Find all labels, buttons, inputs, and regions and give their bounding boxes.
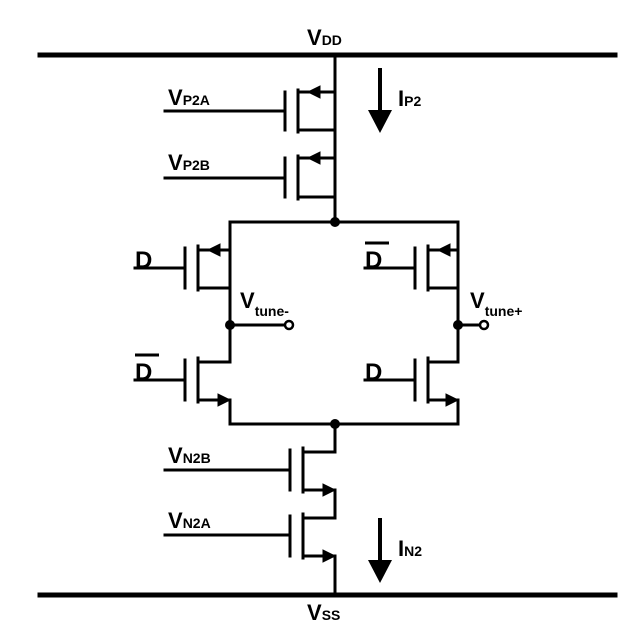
node-top-junction bbox=[330, 217, 340, 227]
pmos-right-top bbox=[363, 244, 460, 327]
nmos-n2b bbox=[163, 446, 337, 520]
vdd-label: VDD bbox=[307, 25, 342, 50]
vss-label: VSS bbox=[307, 600, 340, 625]
rb-arrow-icon bbox=[445, 393, 460, 407]
vtune-minus-label: Vtune- bbox=[240, 288, 289, 319]
in2-label: IN2 bbox=[398, 536, 422, 561]
lt-arrow-icon bbox=[206, 243, 221, 257]
vn2a-label: VN2A bbox=[168, 508, 211, 533]
n2a-arrow-icon bbox=[322, 549, 337, 563]
vtune-plus-label: Vtune+ bbox=[470, 288, 522, 319]
node-bottom-junction bbox=[330, 419, 340, 429]
n2b-arrow-icon bbox=[322, 483, 337, 497]
terminal-vtune-minus bbox=[283, 319, 295, 331]
switch-label-right-top: D bbox=[365, 247, 382, 274]
p2a-arrow-icon bbox=[306, 85, 321, 99]
vn2b-label: VN2B bbox=[168, 443, 211, 468]
vp2b-label: VP2B bbox=[168, 150, 210, 175]
node-left-output bbox=[225, 320, 235, 330]
switch-label-left-top: D bbox=[135, 247, 152, 274]
rt-arrow-icon bbox=[436, 243, 451, 257]
vp2a-label: VP2A bbox=[168, 85, 210, 110]
nmos-n2a bbox=[163, 512, 337, 597]
ip2-arrow-icon bbox=[368, 110, 392, 133]
switch-label-right-bottom: D bbox=[365, 359, 382, 386]
p2b-arrow-icon bbox=[306, 151, 321, 165]
node-right-output bbox=[453, 320, 463, 330]
in2-arrow-icon bbox=[368, 560, 392, 583]
ip2-label: IP2 bbox=[398, 86, 421, 111]
pmos-p2a bbox=[163, 88, 337, 154]
switch-label-left-bottom: D bbox=[135, 359, 152, 386]
lb-arrow-icon bbox=[217, 393, 232, 407]
terminal-vtune-plus bbox=[478, 319, 490, 331]
